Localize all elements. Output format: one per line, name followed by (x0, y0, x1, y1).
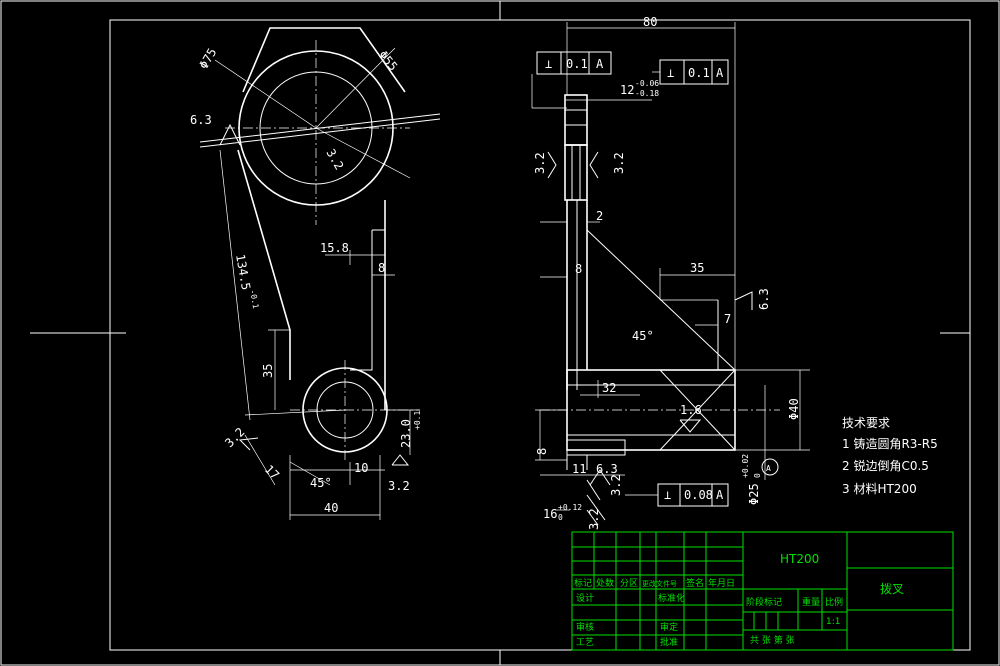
tech-item-2: 2 锐边倒角C0.5 (842, 459, 929, 473)
dim-11: 11 (572, 462, 586, 476)
rev-label-mark: 标记 (574, 577, 592, 589)
dim-45deg-left: 45° (310, 476, 332, 490)
dim-23-0: 23.0 (399, 419, 413, 448)
roughness-63-left: 6.3 (190, 113, 212, 127)
tech-item-3: 3 材料HT200 (842, 482, 917, 496)
tol1-ref: A (596, 57, 604, 71)
roughness-32-center: 3.2 (323, 147, 346, 173)
dim-1-6: 1.6 (680, 403, 702, 417)
inner-frame (109, 19, 971, 651)
rev-label-date: 年月日 (708, 577, 735, 589)
dim-23-0-tol: +0.1 (413, 411, 422, 430)
tol3-ref: A (716, 488, 724, 502)
dim-2: 2 (596, 209, 603, 223)
label-audit: 审定 (660, 621, 678, 633)
datum-a-circle (761, 458, 779, 476)
side-view (531, 22, 810, 526)
rev-label-doc: 更改文件号 (642, 579, 677, 588)
dim-16-tol-up: +0.12 (558, 503, 582, 512)
dim-8-bottom: 8 (535, 448, 549, 455)
title-block-labels: HT200 拨叉 标记 处数 分区 更改文件号 签名 年月日 设计 标准化 审核… (574, 552, 904, 648)
roughness-32-b3: 3.2 (587, 508, 601, 530)
dim-45deg-right: 45° (632, 329, 654, 343)
label-sheets: 共 张 第 张 (750, 634, 795, 646)
tol3-symbol: ⊥ (664, 488, 671, 502)
dim-16-tol-down: 0 (558, 513, 563, 522)
dim-35-horizontal: 35 (690, 261, 704, 275)
tol2-value: 0.1 (688, 66, 710, 80)
rev-label-sign: 签名 (686, 577, 704, 589)
label-weight: 重量 (802, 596, 820, 608)
label-standardization: 标准化 (658, 592, 685, 604)
tech-item-1: 1 铸造圆角R3-R5 (842, 436, 938, 451)
dim-phi-25: Φ25 (747, 483, 761, 505)
dim-8-right: 8 (575, 262, 582, 276)
dim-32: 32 (602, 381, 616, 395)
title-part-name: 拨叉 (880, 582, 904, 596)
roughness-63-bottom: 6.3 (596, 462, 618, 476)
tech-heading: 技术要求 (842, 416, 890, 430)
roughness-32-r1: 3.2 (533, 152, 547, 174)
dim-17: 17 (262, 462, 282, 482)
label-approve: 批准 (660, 636, 678, 648)
dim-7: 7 (724, 312, 731, 326)
dim-35-vertical: 35 (261, 364, 275, 378)
datum-a-label: A (766, 464, 771, 473)
tech-requirements: 技术要求 1 铸造圆角R3-R5 2 锐边倒角C0.5 3 材料HT200 (842, 416, 938, 496)
roughness-32-bottom: 3.2 (388, 479, 410, 493)
side-view-labels: 80 ⊥ 0.1 A ⊥ 0.1 A 12 -0.06 -0.18 3.2 3.… (533, 15, 801, 530)
roughness-32-r2: 3.2 (612, 152, 626, 174)
dim-12-tol-down: -0.18 (635, 89, 659, 98)
dim-15-8: 15.8 (320, 241, 349, 255)
dim-80: 80 (643, 15, 657, 29)
dim-d55: Φ55 (376, 48, 401, 74)
front-view (199, 27, 441, 520)
rev-label-zone: 分区 (620, 578, 638, 589)
tol2-ref: A (716, 66, 724, 80)
dim-phi-25-tol-up: +0.02 (741, 454, 750, 478)
label-scale: 比例 (825, 596, 843, 608)
roughness-32-b2: 3.2 (609, 474, 623, 496)
tolerance-frame-1 (536, 51, 612, 75)
roughness-32-lower: 3.2 (222, 425, 247, 450)
dim-10: 10 (354, 461, 368, 475)
title-material: HT200 (780, 552, 819, 566)
label-design: 设计 (576, 592, 594, 604)
dim-phi-25-tol-down: 0 (753, 473, 762, 478)
dim-12: 12 (620, 83, 634, 97)
dim-16: 16 (543, 507, 557, 521)
tol2-symbol: ⊥ (667, 66, 674, 80)
dim-40: 40 (324, 501, 338, 515)
scale-value: 1:1 (826, 617, 840, 627)
dim-8-left: 8 (378, 261, 385, 275)
dim-d75: Φ75 (196, 46, 219, 72)
dim-phi-40: Φ40 (787, 398, 801, 420)
dim-134-5-tol: -0.1 (248, 289, 260, 310)
rev-label-count: 处数 (596, 577, 614, 589)
tol3-value: 0.08 (684, 488, 713, 502)
tol1-symbol: ⊥ (545, 57, 552, 71)
label-craft: 工艺 (576, 637, 594, 648)
label-stage: 阶段标记 (746, 596, 782, 608)
tol1-value: 0.1 (566, 57, 588, 71)
label-review: 审核 (576, 621, 594, 633)
title-block (571, 531, 954, 651)
dim-12-tol-up: -0.06 (635, 79, 659, 88)
front-view-labels: Φ75 Φ55 6.3 3.2 15.8 8 134.5 -0.1 35 3.2… (190, 46, 422, 515)
dim-134-5: 134.5 (233, 253, 253, 291)
roughness-63-right: 6.3 (757, 288, 771, 310)
